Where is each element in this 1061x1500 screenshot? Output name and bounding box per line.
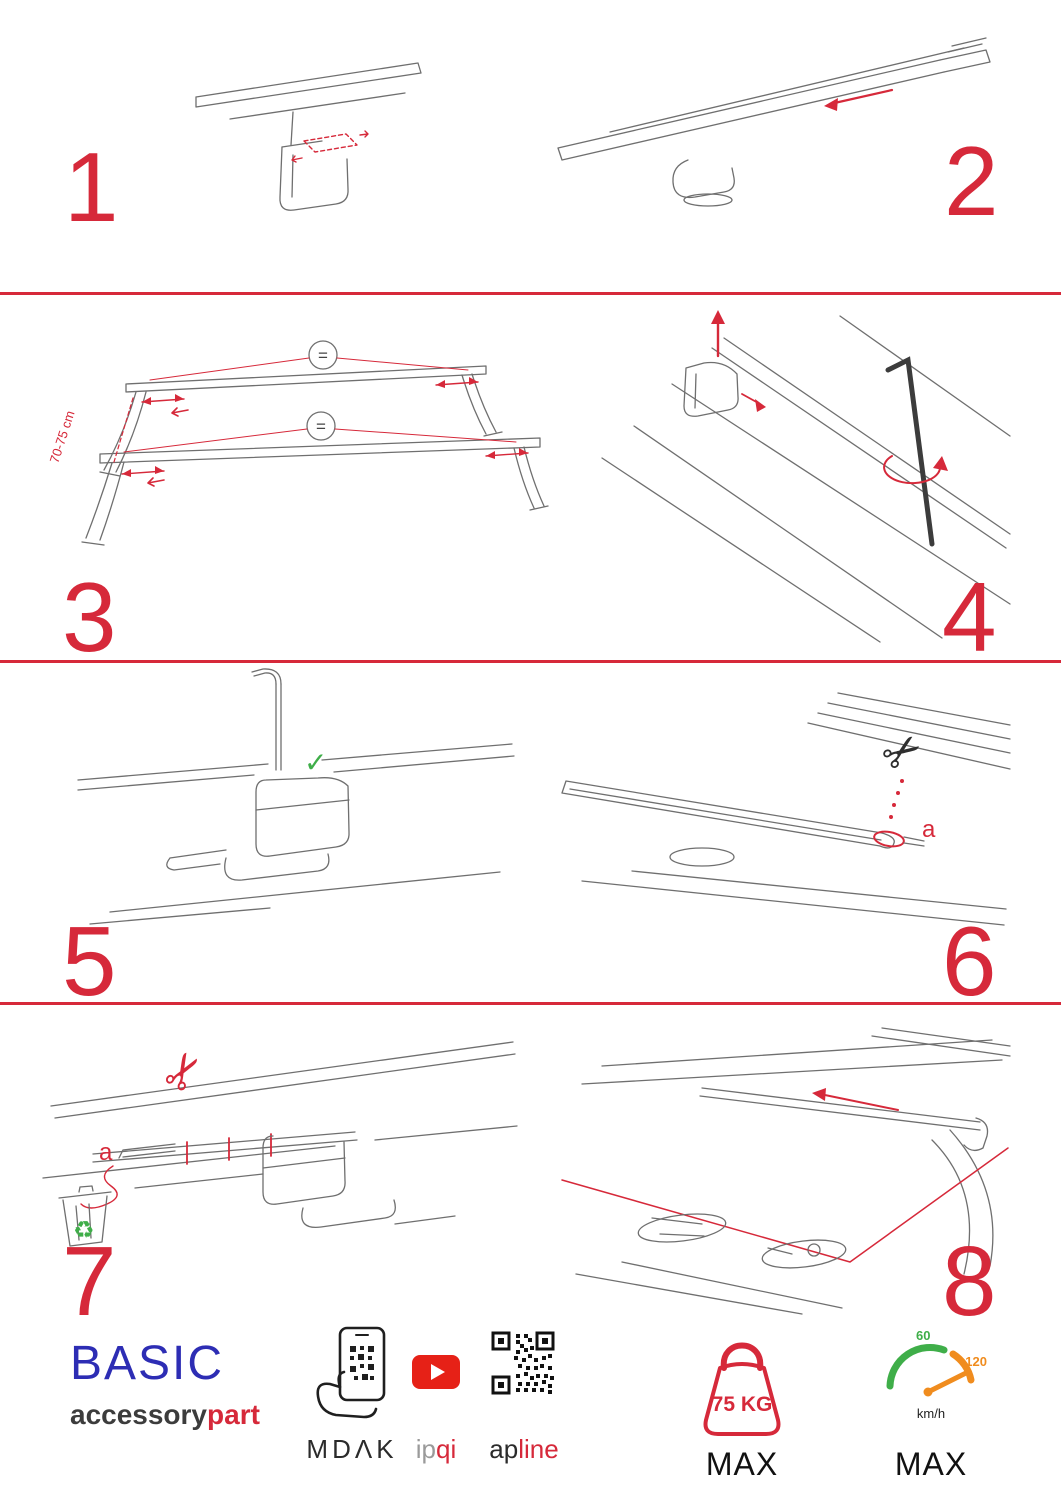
- brand-logo: BASIC: [70, 1337, 225, 1390]
- scissors-icon: ✂: [151, 1041, 217, 1102]
- weight-value: 75 KG: [712, 1393, 773, 1416]
- section-divider: [0, 1002, 1061, 1005]
- phone-scan-icon: [316, 1326, 386, 1419]
- step-number: 6: [942, 906, 997, 1016]
- brand-block: BASIC accessorypart: [70, 1336, 270, 1431]
- cut-line-dots: [889, 779, 904, 819]
- step-8-illustration: [561, 1027, 1011, 1315]
- equals-badge: =: [318, 346, 328, 365]
- logo-apline-red: line: [518, 1434, 559, 1464]
- step-number: 1: [64, 132, 119, 242]
- weight-max-label: MAX: [705, 1446, 779, 1482]
- step-number: 4: [942, 562, 997, 672]
- step-5-illustration: ✓: [77, 668, 515, 925]
- qr-code-icon: [491, 1331, 555, 1395]
- scissors-icon: ✂: [872, 719, 933, 784]
- youtube-icon: [412, 1355, 460, 1389]
- speedometer-icon: 60 120 km/h: [886, 1328, 987, 1421]
- step-7-illustration: ✂ a ♻: [42, 1041, 518, 1247]
- logo-ipqi-gray: ip: [415, 1434, 436, 1464]
- weight-limit-icon: 75 KG: [703, 1342, 781, 1436]
- speed-unit-label: km/h: [917, 1406, 945, 1421]
- speed-high-label: 120: [965, 1354, 987, 1369]
- step-1-illustration: [195, 62, 422, 211]
- step-4-illustration: [601, 310, 1011, 643]
- logo-apline: apline: [478, 1434, 570, 1465]
- speed-max-label: MAX: [894, 1446, 968, 1482]
- brand-sub-dark: accessory: [70, 1399, 208, 1430]
- step-number: 8: [942, 1226, 997, 1336]
- measurement-label: 70-75 cm: [47, 409, 78, 465]
- step-number: 7: [62, 1226, 117, 1336]
- brand-subtitle: accessorypart: [70, 1399, 270, 1431]
- step-number: 2: [944, 126, 999, 236]
- section-divider: [0, 660, 1061, 663]
- recycle-icon: ♻: [73, 1217, 95, 1244]
- logo-ipqi: ipqi: [406, 1434, 466, 1465]
- label-a: a: [922, 816, 936, 843]
- logo-apline-dark: ap: [489, 1434, 519, 1464]
- equals-badge: =: [316, 417, 326, 436]
- step-number: 5: [62, 906, 117, 1016]
- speed-low-label: 60: [916, 1328, 930, 1343]
- label-a: a: [99, 1139, 113, 1166]
- step-3-illustration: = = 70-75 cm: [47, 340, 549, 546]
- check-icon: ✓: [304, 747, 327, 778]
- section-divider: [0, 292, 1061, 295]
- logo-mdak: MDΛK: [306, 1434, 398, 1464]
- brand-sub-red: part: [207, 1399, 260, 1430]
- step-number: 3: [62, 562, 117, 672]
- logo-ipqi-red: qi: [436, 1434, 457, 1464]
- step-2-illustration: [557, 37, 991, 207]
- step-6-illustration: ✂ a: [561, 692, 1011, 926]
- trash-icon: [58, 1185, 112, 1247]
